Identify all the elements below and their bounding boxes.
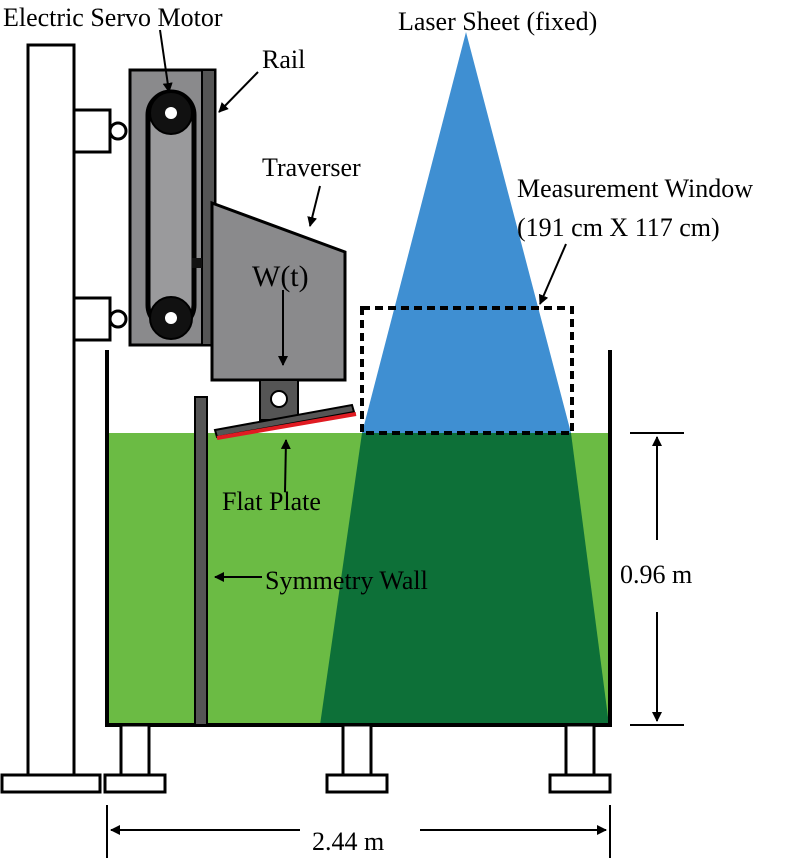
motor-arrow — [159, 29, 173, 93]
width-dimension — [106, 805, 611, 858]
depth-dimension — [630, 432, 684, 726]
laser-sheet-in-water — [320, 433, 609, 725]
arrows — [159, 29, 567, 582]
rail-assembly — [128, 68, 217, 347]
rail-label: Rail — [262, 45, 305, 74]
rail-arrow — [218, 71, 259, 113]
support-frame — [0, 43, 128, 794]
tank — [103, 350, 612, 794]
measurement-window — [360, 306, 574, 435]
traverser-arrow — [307, 185, 321, 227]
traverser — [210, 200, 347, 421]
plate-label: Flat Plate — [222, 487, 321, 516]
symmetry-wall — [194, 396, 208, 726]
flat-plate — [213, 403, 357, 440]
motor-label: Electric Servo Motor — [3, 3, 223, 32]
width-label: 2.44 m — [312, 827, 384, 856]
window-size-label: (191 cm X 117 cm) — [517, 213, 720, 242]
traverser-label: Traverser — [262, 153, 361, 182]
wall-label: Symmetry Wall — [265, 566, 428, 595]
force-label: W(t) — [252, 260, 309, 293]
laser-label: Laser Sheet (fixed) — [398, 7, 597, 36]
window-title-label: Measurement Window — [517, 174, 753, 203]
depth-label: 0.96 m — [620, 560, 692, 589]
window-arrow — [538, 243, 567, 305]
plate-arrow — [280, 439, 291, 493]
laser-sheet — [362, 32, 571, 433]
